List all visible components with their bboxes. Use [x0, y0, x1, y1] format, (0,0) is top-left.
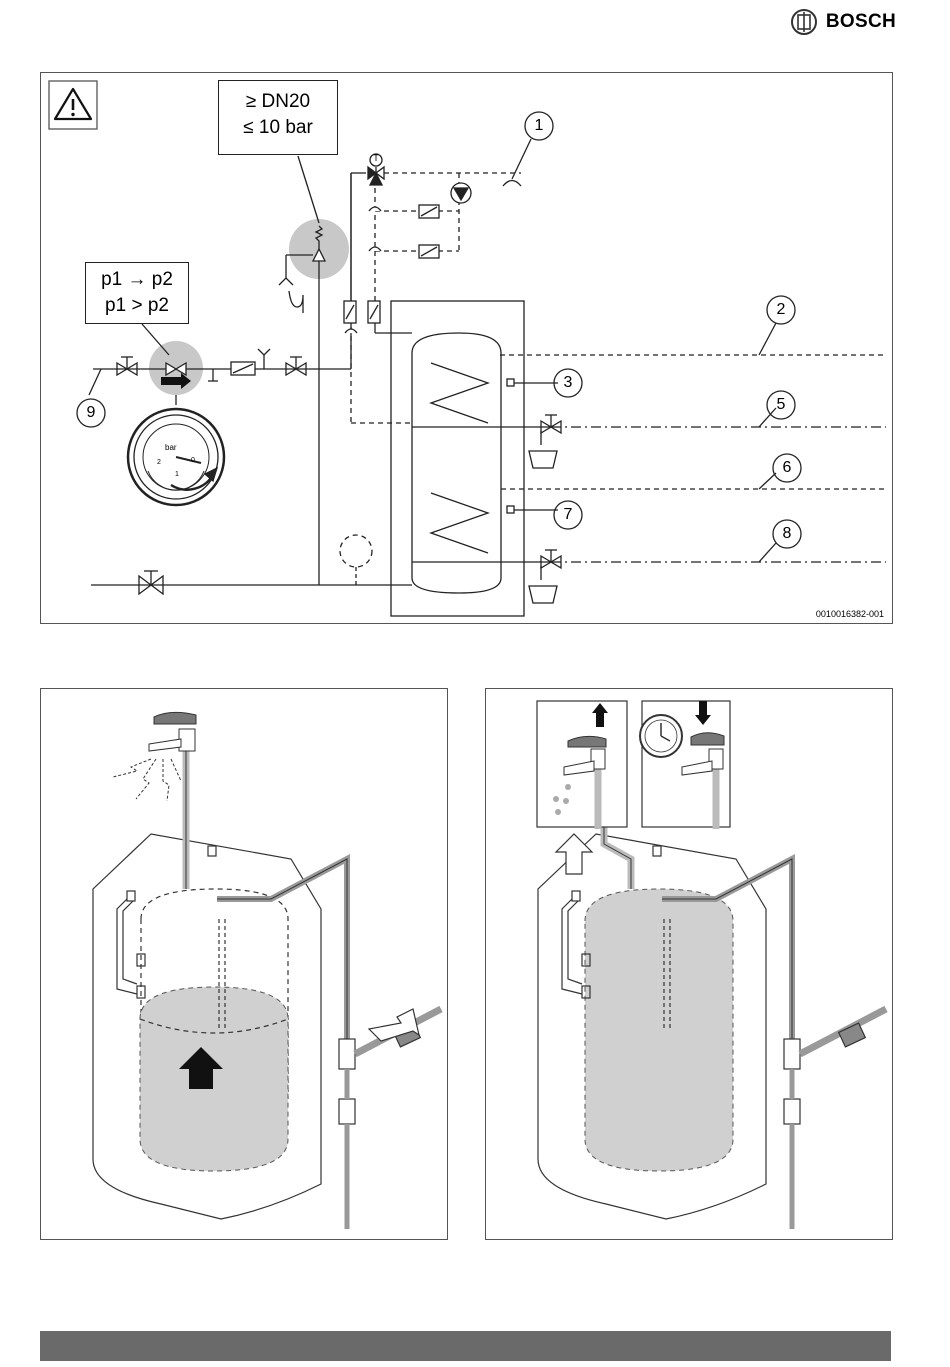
bosch-armature-icon	[790, 8, 818, 36]
filling-drawing	[41, 689, 447, 1239]
footer-bar	[40, 1331, 891, 1361]
outlet-arrow-icon	[556, 834, 592, 874]
pressure-reducer-highlight	[149, 341, 203, 395]
brand-header: BOSCH	[790, 8, 896, 36]
schematic-drawing	[41, 73, 892, 623]
warning-triangle-icon	[55, 89, 91, 119]
hydraulic-schematic: ≥ DN20 ≤ 10 bar p1 → p2 p1 > p2 T bar 2 …	[40, 72, 893, 624]
callout-1: 1	[524, 111, 554, 141]
spec-pressure: ≤ 10 bar	[219, 115, 337, 141]
water-level	[140, 987, 288, 1171]
tank-filling-illustration	[40, 688, 448, 1240]
gauge-tick-2: 2	[157, 459, 161, 466]
gauge-tick-1: 1	[175, 471, 179, 478]
figure-reference: 0010016382-001	[816, 609, 884, 619]
pressure-relation: p1 > p2	[86, 293, 188, 319]
callout-9: 9	[76, 398, 106, 428]
tank-flushing-illustration	[485, 688, 893, 1240]
callout-6: 6	[772, 453, 802, 483]
flushing-drawing	[486, 689, 892, 1239]
spec-dn: ≥ DN20	[219, 89, 337, 115]
pressure-reducer-note: p1 → p2 p1 > p2	[85, 262, 189, 324]
callout-7: 7	[553, 500, 583, 530]
mixer-tap-icon	[149, 712, 196, 751]
gauge-tick-0: 0	[191, 457, 195, 464]
clock-icon	[640, 715, 682, 757]
pressure-direction: p1 → p2	[86, 267, 188, 293]
callout-3: 3	[553, 368, 583, 398]
brand-name: BOSCH	[826, 11, 896, 33]
safety-valve-spec: ≥ DN20 ≤ 10 bar	[218, 80, 338, 155]
gauge-unit: bar	[165, 443, 177, 452]
callout-2: 2	[766, 295, 796, 325]
water-full	[585, 889, 733, 1171]
callout-5: 5	[766, 390, 796, 420]
thermostat-label: T	[371, 153, 381, 163]
callout-8: 8	[772, 519, 802, 549]
